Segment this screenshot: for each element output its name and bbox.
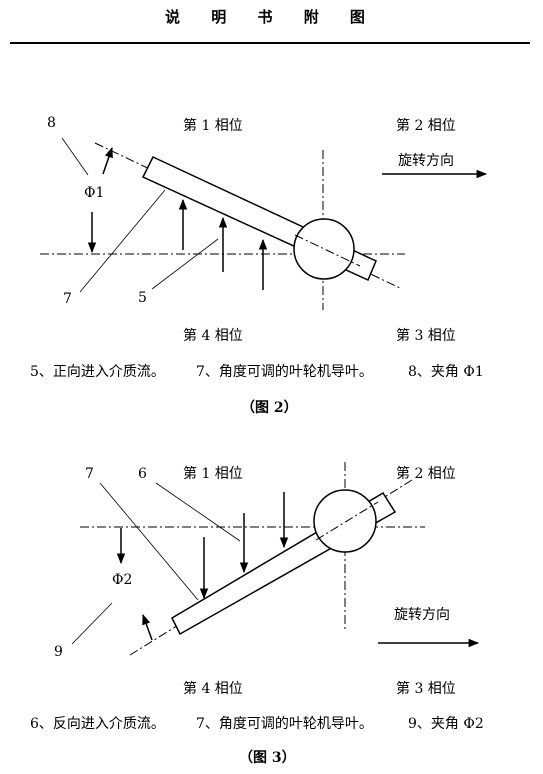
fig3-caption-item: 9、夹角 Φ2: [408, 716, 484, 732]
page-title: 说 明 书 附 图: [165, 8, 378, 26]
figure-2: [40, 137, 488, 310]
fig3-leader-9: [71, 602, 113, 645]
header-rule: [10, 42, 530, 44]
fig2-caption-item: 5、正向进入介质流。: [30, 364, 165, 380]
fig2-caption-item: 7、角度可调的叶轮机导叶。: [196, 364, 373, 380]
fig2-ref-8: 8: [47, 115, 56, 131]
fig3-angle-label: Φ2: [112, 572, 133, 588]
figure-3: [71, 462, 480, 656]
fig2-leader-8: [61, 137, 89, 176]
fig2-phase-2-label: 第 2 相位: [396, 118, 456, 134]
fig3-caption-item: 6、反向进入介质流。: [30, 716, 165, 732]
fig3-figure-label: （图 3）: [239, 750, 296, 766]
fig3-ref-9: 9: [54, 644, 63, 660]
fig3-caption-item: 7、角度可调的叶轮机导叶。: [196, 716, 373, 732]
fig2-vane-centerline: [94, 142, 401, 289]
fig3-ref-6: 6: [138, 466, 147, 482]
fig2-leader-5: [151, 238, 219, 290]
fig2-ref-5: 5: [138, 290, 147, 306]
fig2-phase-4-label: 第 4 相位: [183, 328, 243, 344]
fig2-figure-label: （图 2）: [241, 400, 298, 416]
fig3-rotation-label: 旋转方向: [394, 607, 450, 623]
fig2-ref-7: 7: [63, 291, 72, 307]
fig2-phase-3-label: 第 3 相位: [396, 328, 456, 344]
fig2-caption-item: 8、夹角 Φ1: [408, 364, 484, 380]
fig2-phase-1-label: 第 1 相位: [183, 118, 243, 134]
fig3-leader-6: [155, 482, 241, 542]
fig3-ref-7: 7: [85, 466, 94, 482]
fig3-leader-7: [99, 482, 199, 601]
fig3-phase-2-label: 第 2 相位: [396, 466, 456, 482]
fig3-angle-arrow: [142, 614, 153, 641]
fig3-phase-3-label: 第 3 相位: [396, 681, 456, 697]
fig3-hub-circle: [313, 489, 377, 553]
fig2-angle-arrow: [102, 147, 113, 175]
fig3-phase-1-label: 第 1 相位: [183, 466, 243, 482]
fig2-hub-circle: [293, 218, 355, 280]
fig2-leader-7: [79, 189, 166, 293]
fig3-phase-4-label: 第 4 相位: [183, 681, 243, 697]
fig2-rotation-label: 旋转方向: [398, 153, 454, 169]
fig2-angle-label: Φ1: [84, 185, 105, 201]
